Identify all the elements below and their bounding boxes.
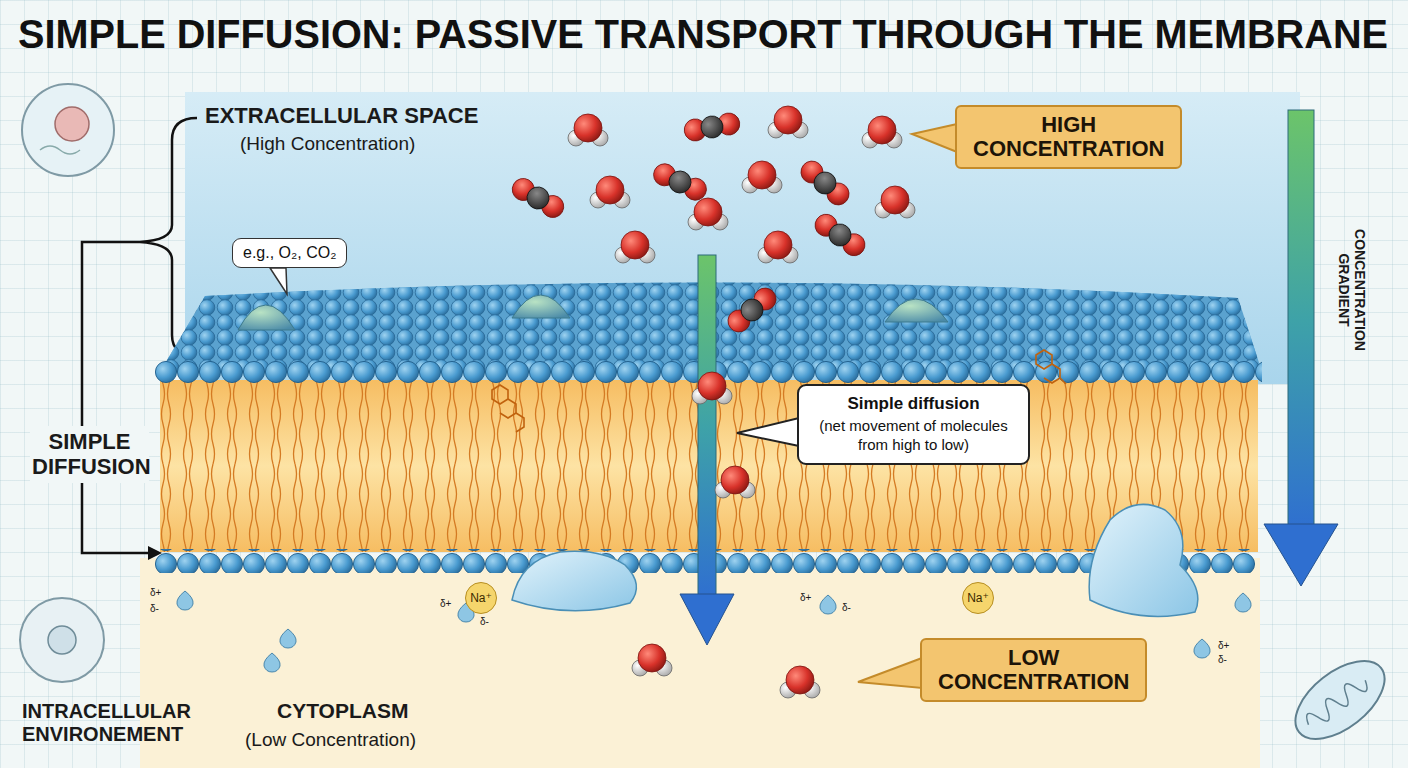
ion-circle: Na⁺ xyxy=(465,582,497,614)
cell-icon xyxy=(20,598,104,682)
environment-label: INTRACELLULAR ENVIRONEMENT xyxy=(22,700,227,746)
charge-label: δ- xyxy=(480,616,489,628)
node-text: Na⁺ xyxy=(470,591,492,605)
charge-label: δ+ xyxy=(440,598,451,610)
charge-label: δ- xyxy=(1218,654,1227,666)
region-sublabel: (High Concentration) xyxy=(240,133,415,155)
charge-label: δ+ xyxy=(150,587,161,599)
ion-circle: Na⁺ xyxy=(962,582,994,614)
node-text: Simple diffusion xyxy=(811,394,1016,414)
node-text: (net movement of molecules from high to … xyxy=(811,417,1016,455)
example-bubble: e.g., O₂, CO₂ xyxy=(232,238,347,268)
node-text: HIGH CONCENTRATION xyxy=(973,113,1164,161)
region-label: EXTRACELLULAR SPACE xyxy=(205,103,478,128)
node-text: Na⁺ xyxy=(967,591,989,605)
charge-label: δ+ xyxy=(1218,640,1229,652)
mitochondrion-icon xyxy=(1282,646,1398,754)
concentration-box: LOW CONCENTRATION xyxy=(920,638,1147,702)
concentration-box: HIGH CONCENTRATION xyxy=(955,105,1182,169)
node-text: LOW CONCENTRATION xyxy=(938,646,1129,694)
region-sublabel: (Low Concentration) xyxy=(245,729,416,751)
process-label: SIMPLE DIFFUSION xyxy=(30,426,149,483)
cell-icon xyxy=(22,84,114,176)
charge-label: δ+ xyxy=(800,592,811,604)
callout-box: Simple diffusion (net movement of molecul… xyxy=(797,384,1030,465)
charge-label: δ- xyxy=(150,603,159,615)
diagram-title: SIMPLE DIFFUSION: PASSIVE TRANSPORT THRO… xyxy=(18,12,1388,56)
region-label: CYTOPLASM xyxy=(277,699,408,723)
charge-label: δ- xyxy=(842,602,851,614)
gradient-label: CONCENTRATION GRADIENT xyxy=(1336,228,1368,352)
node-text: e.g., O₂, CO₂ xyxy=(243,244,336,262)
